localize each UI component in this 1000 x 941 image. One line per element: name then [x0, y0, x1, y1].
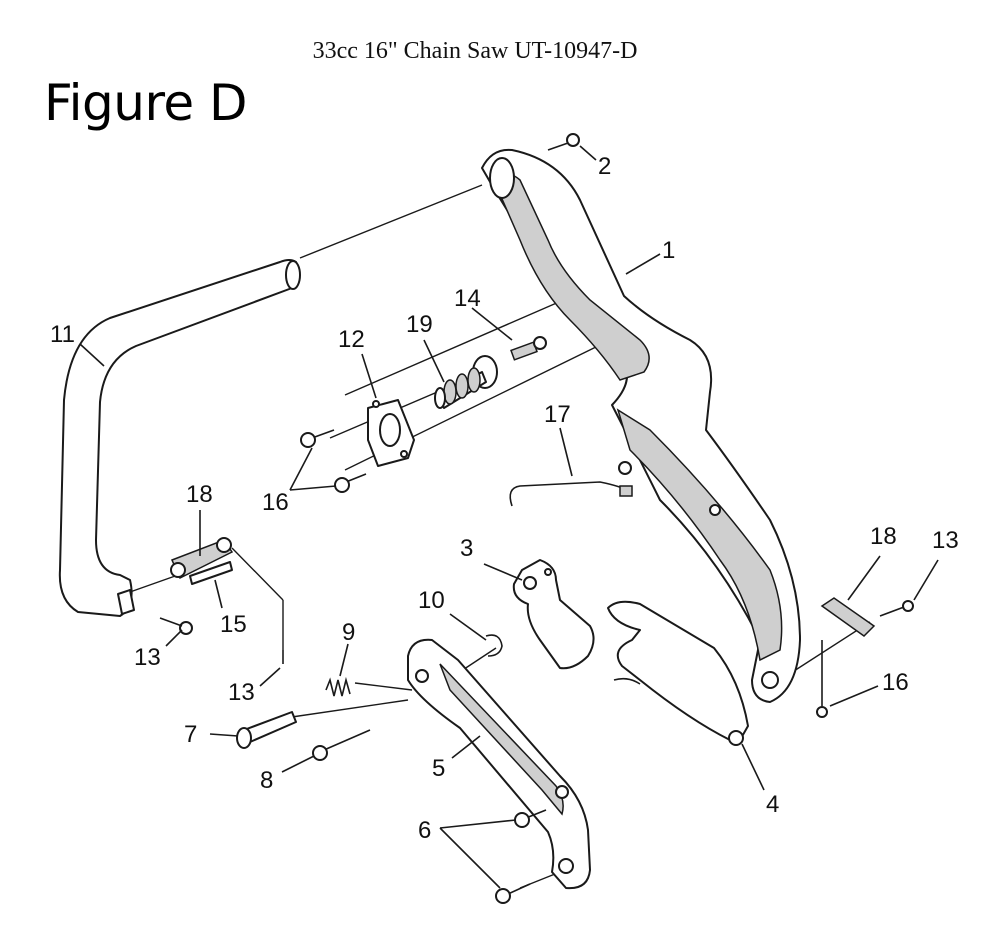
pin-part-7 [236, 711, 297, 749]
spring-part-19 [434, 355, 498, 409]
page-title: 33cc 16" Chain Saw UT-10947-D [312, 38, 638, 64]
callout-5: 5 [432, 755, 445, 782]
callout-19: 19 [406, 311, 433, 338]
callout-18-left: 18 [186, 481, 213, 508]
handle-housing [481, 148, 801, 703]
mount-plate-part-12 [367, 399, 415, 467]
callout-14: 14 [454, 285, 481, 312]
callout-16-left: 16 [262, 489, 289, 516]
callout-10: 10 [418, 587, 445, 614]
bracket-part-18-right [816, 597, 914, 718]
trigger-plate-part-4 [607, 600, 749, 746]
bracket-part-15-18-left [159, 537, 284, 664]
screws-part-6 [495, 809, 547, 904]
callout-13-mid: 13 [228, 679, 255, 706]
figure-label: Figure D [44, 74, 248, 132]
callout-1: 1 [662, 237, 675, 264]
callout-17: 17 [544, 401, 571, 428]
spring-part-9 [325, 676, 351, 697]
callout-8: 8 [260, 767, 273, 794]
clip-part-10 [485, 634, 503, 657]
callout-12: 12 [338, 326, 365, 353]
callout-3: 3 [460, 535, 473, 562]
callout-9: 9 [342, 619, 355, 646]
callout-16-right: 16 [882, 669, 909, 696]
rear-grip-part-5 [407, 638, 591, 890]
callout-6: 6 [418, 817, 431, 844]
callout-4: 4 [766, 791, 779, 818]
callout-15: 15 [220, 611, 247, 638]
front-handle-tube [58, 259, 301, 617]
lever-part-3 [512, 559, 595, 670]
callout-leaders [79, 145, 939, 889]
cable-part-17 [509, 481, 633, 507]
callout-11: 11 [50, 321, 75, 348]
bolt-part-14 [510, 336, 547, 361]
screw-part-8 [312, 729, 371, 761]
callout-7: 7 [184, 721, 197, 748]
callout-18-right: 18 [870, 523, 897, 550]
callout-13-left: 13 [134, 644, 161, 671]
callout-2: 2 [598, 153, 611, 180]
callout-13-right: 13 [932, 527, 959, 554]
screw-part-2 [547, 133, 580, 151]
screws-part-16-left [300, 429, 367, 493]
